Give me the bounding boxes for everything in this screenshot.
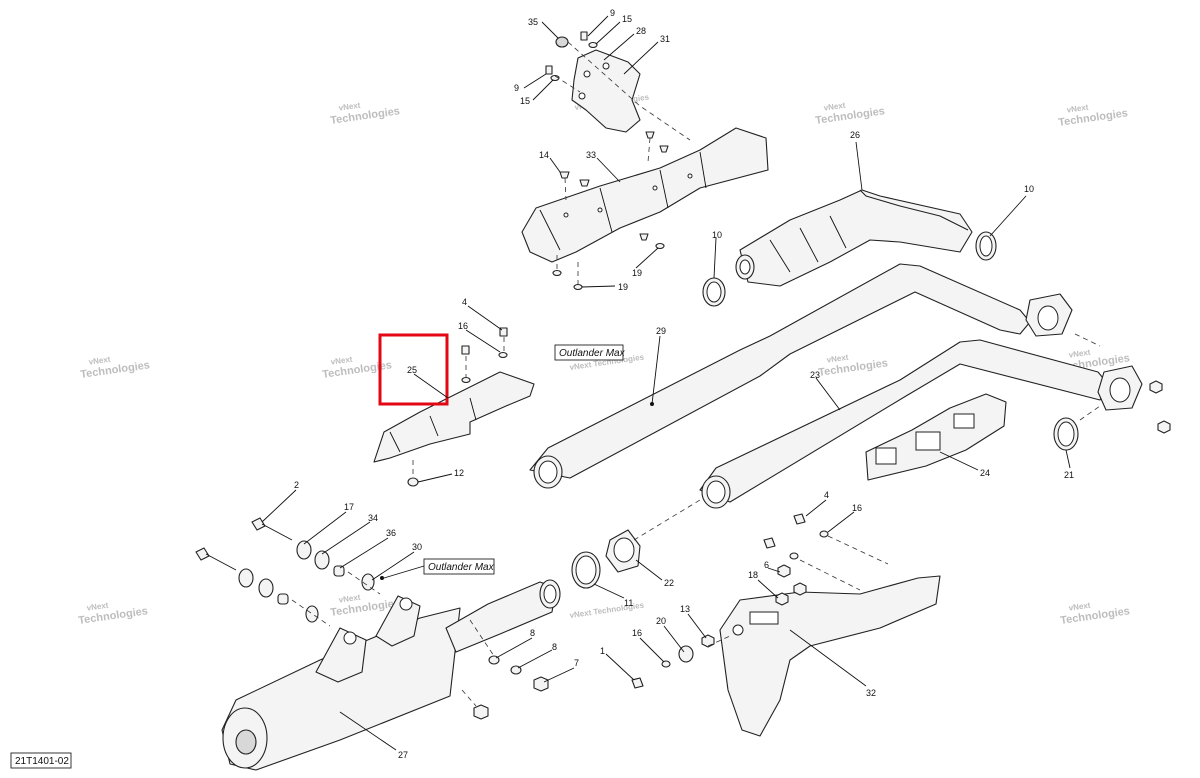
- note-text: Outlander Max: [428, 562, 495, 573]
- watermark-line1: vNext: [823, 101, 846, 113]
- callout-label: 22: [664, 578, 674, 588]
- watermark: vNext Technologies: [818, 353, 889, 379]
- callout-label: 32: [866, 688, 876, 698]
- heat-shield-bracket: [571, 49, 641, 133]
- watermark-line1: vNext: [1068, 348, 1091, 360]
- callout-label: 15: [622, 14, 632, 24]
- callout-label: 16: [632, 628, 642, 638]
- clamp-11: [571, 551, 601, 589]
- callout-label: 1: [600, 646, 605, 656]
- callout-label: 4: [824, 490, 829, 500]
- callout-label: 9: [610, 8, 615, 18]
- callout-label: 33: [586, 150, 596, 160]
- callout-label: 11: [624, 598, 633, 608]
- watermark-line1: vNext: [338, 101, 361, 113]
- watermark-line1: vNext: [1066, 103, 1089, 115]
- callout-label: 17: [344, 502, 354, 512]
- callout-label: 29: [656, 326, 666, 336]
- callout-label: 24: [980, 468, 990, 478]
- callout-label: 23: [810, 370, 820, 380]
- note-outlander-max-lower: Outlander Max: [380, 558, 495, 580]
- callout-label: 21: [1064, 470, 1074, 480]
- watermark-line1: vNext: [88, 355, 111, 367]
- document-id-text: 21T1401-02: [15, 756, 69, 767]
- watermark: vNext Technologies: [1058, 103, 1129, 129]
- callout-label: 2: [294, 480, 299, 490]
- fasteners-shield: [552, 171, 665, 291]
- callout-label: 13: [680, 604, 690, 614]
- watermark: vNext Technologies: [80, 355, 151, 381]
- watermark: vNext Technologies: [78, 601, 149, 627]
- callout-label: 7: [574, 658, 579, 668]
- callout-label: 16: [852, 503, 862, 513]
- bolts-left: [195, 517, 375, 623]
- callout-label: 14: [539, 150, 549, 160]
- callout-label: 19: [618, 282, 628, 292]
- document-id: 21T1401-02: [10, 752, 72, 769]
- callout-label: 26: [850, 130, 860, 140]
- callout-label: 18: [748, 570, 758, 580]
- callout-label: 31: [660, 34, 670, 44]
- watermark-line1: vNext: [86, 601, 109, 613]
- callout-label: 27: [398, 750, 408, 760]
- muffler: [221, 579, 561, 771]
- exhaust-pipe-front: [735, 189, 973, 287]
- callout-label: 19: [632, 268, 642, 278]
- callout-label: 28: [636, 26, 646, 36]
- callout-label: 30: [412, 542, 422, 552]
- watermark: vNext Technologies: [1060, 601, 1131, 627]
- note-outlander-max-upper: Outlander Max: [554, 344, 626, 361]
- callout-label: 12: [454, 468, 464, 478]
- watermark: vNext Technologies: [322, 355, 393, 381]
- watermark: vNext Technologies: [330, 101, 401, 127]
- flange-lower: [1097, 365, 1143, 411]
- callout-label: 10: [712, 230, 722, 240]
- sleeve-22: [605, 529, 641, 573]
- gasket-21: [1053, 417, 1079, 451]
- callout-label: 8: [552, 642, 557, 652]
- bracket-24: [865, 393, 1007, 481]
- watermark-inline: vNext Technologies: [569, 601, 645, 620]
- callout-label: 10: [1024, 184, 1034, 194]
- callout-label: 4: [462, 297, 467, 307]
- watermark-line1: vNext: [338, 593, 361, 605]
- leader-lines: [261, 15, 1071, 751]
- callout-label: 25: [407, 365, 417, 375]
- bolts-top: [545, 31, 669, 153]
- callout-label: 36: [386, 528, 396, 538]
- bracket-32: [719, 575, 941, 737]
- callouts: 35 9 15 28 31 9 15 14 33 19 19 26 10 10 …: [294, 8, 1074, 760]
- callout-label: 8: [530, 628, 535, 638]
- clamp-10-left: [702, 277, 726, 307]
- callout-label: 9: [514, 83, 519, 93]
- watermark-line1: vNext: [1068, 601, 1091, 613]
- watermark: vNext Technologies: [815, 101, 886, 127]
- note-text: Outlander Max: [559, 348, 626, 359]
- heat-shield: [521, 127, 769, 263]
- watermark-line1: vNext: [330, 355, 353, 367]
- fasteners-center: [473, 655, 549, 720]
- callout-label: 20: [656, 616, 666, 626]
- flange-upper: [1025, 293, 1073, 337]
- exhaust-pipe-29: [529, 263, 1031, 489]
- callout-label: 15: [520, 96, 530, 106]
- highlight-box[interactable]: [378, 333, 449, 406]
- clamp-10-right: [975, 231, 997, 261]
- callout-label: 16: [458, 321, 468, 331]
- callout-label: 6: [764, 560, 769, 570]
- callout-label: 35: [528, 17, 538, 27]
- watermark-line1: vNext: [826, 353, 849, 365]
- small-heat-shield: [373, 327, 535, 487]
- nuts-right: [1149, 380, 1171, 434]
- fasteners-lower: [631, 513, 829, 689]
- callout-label: 34: [368, 513, 378, 523]
